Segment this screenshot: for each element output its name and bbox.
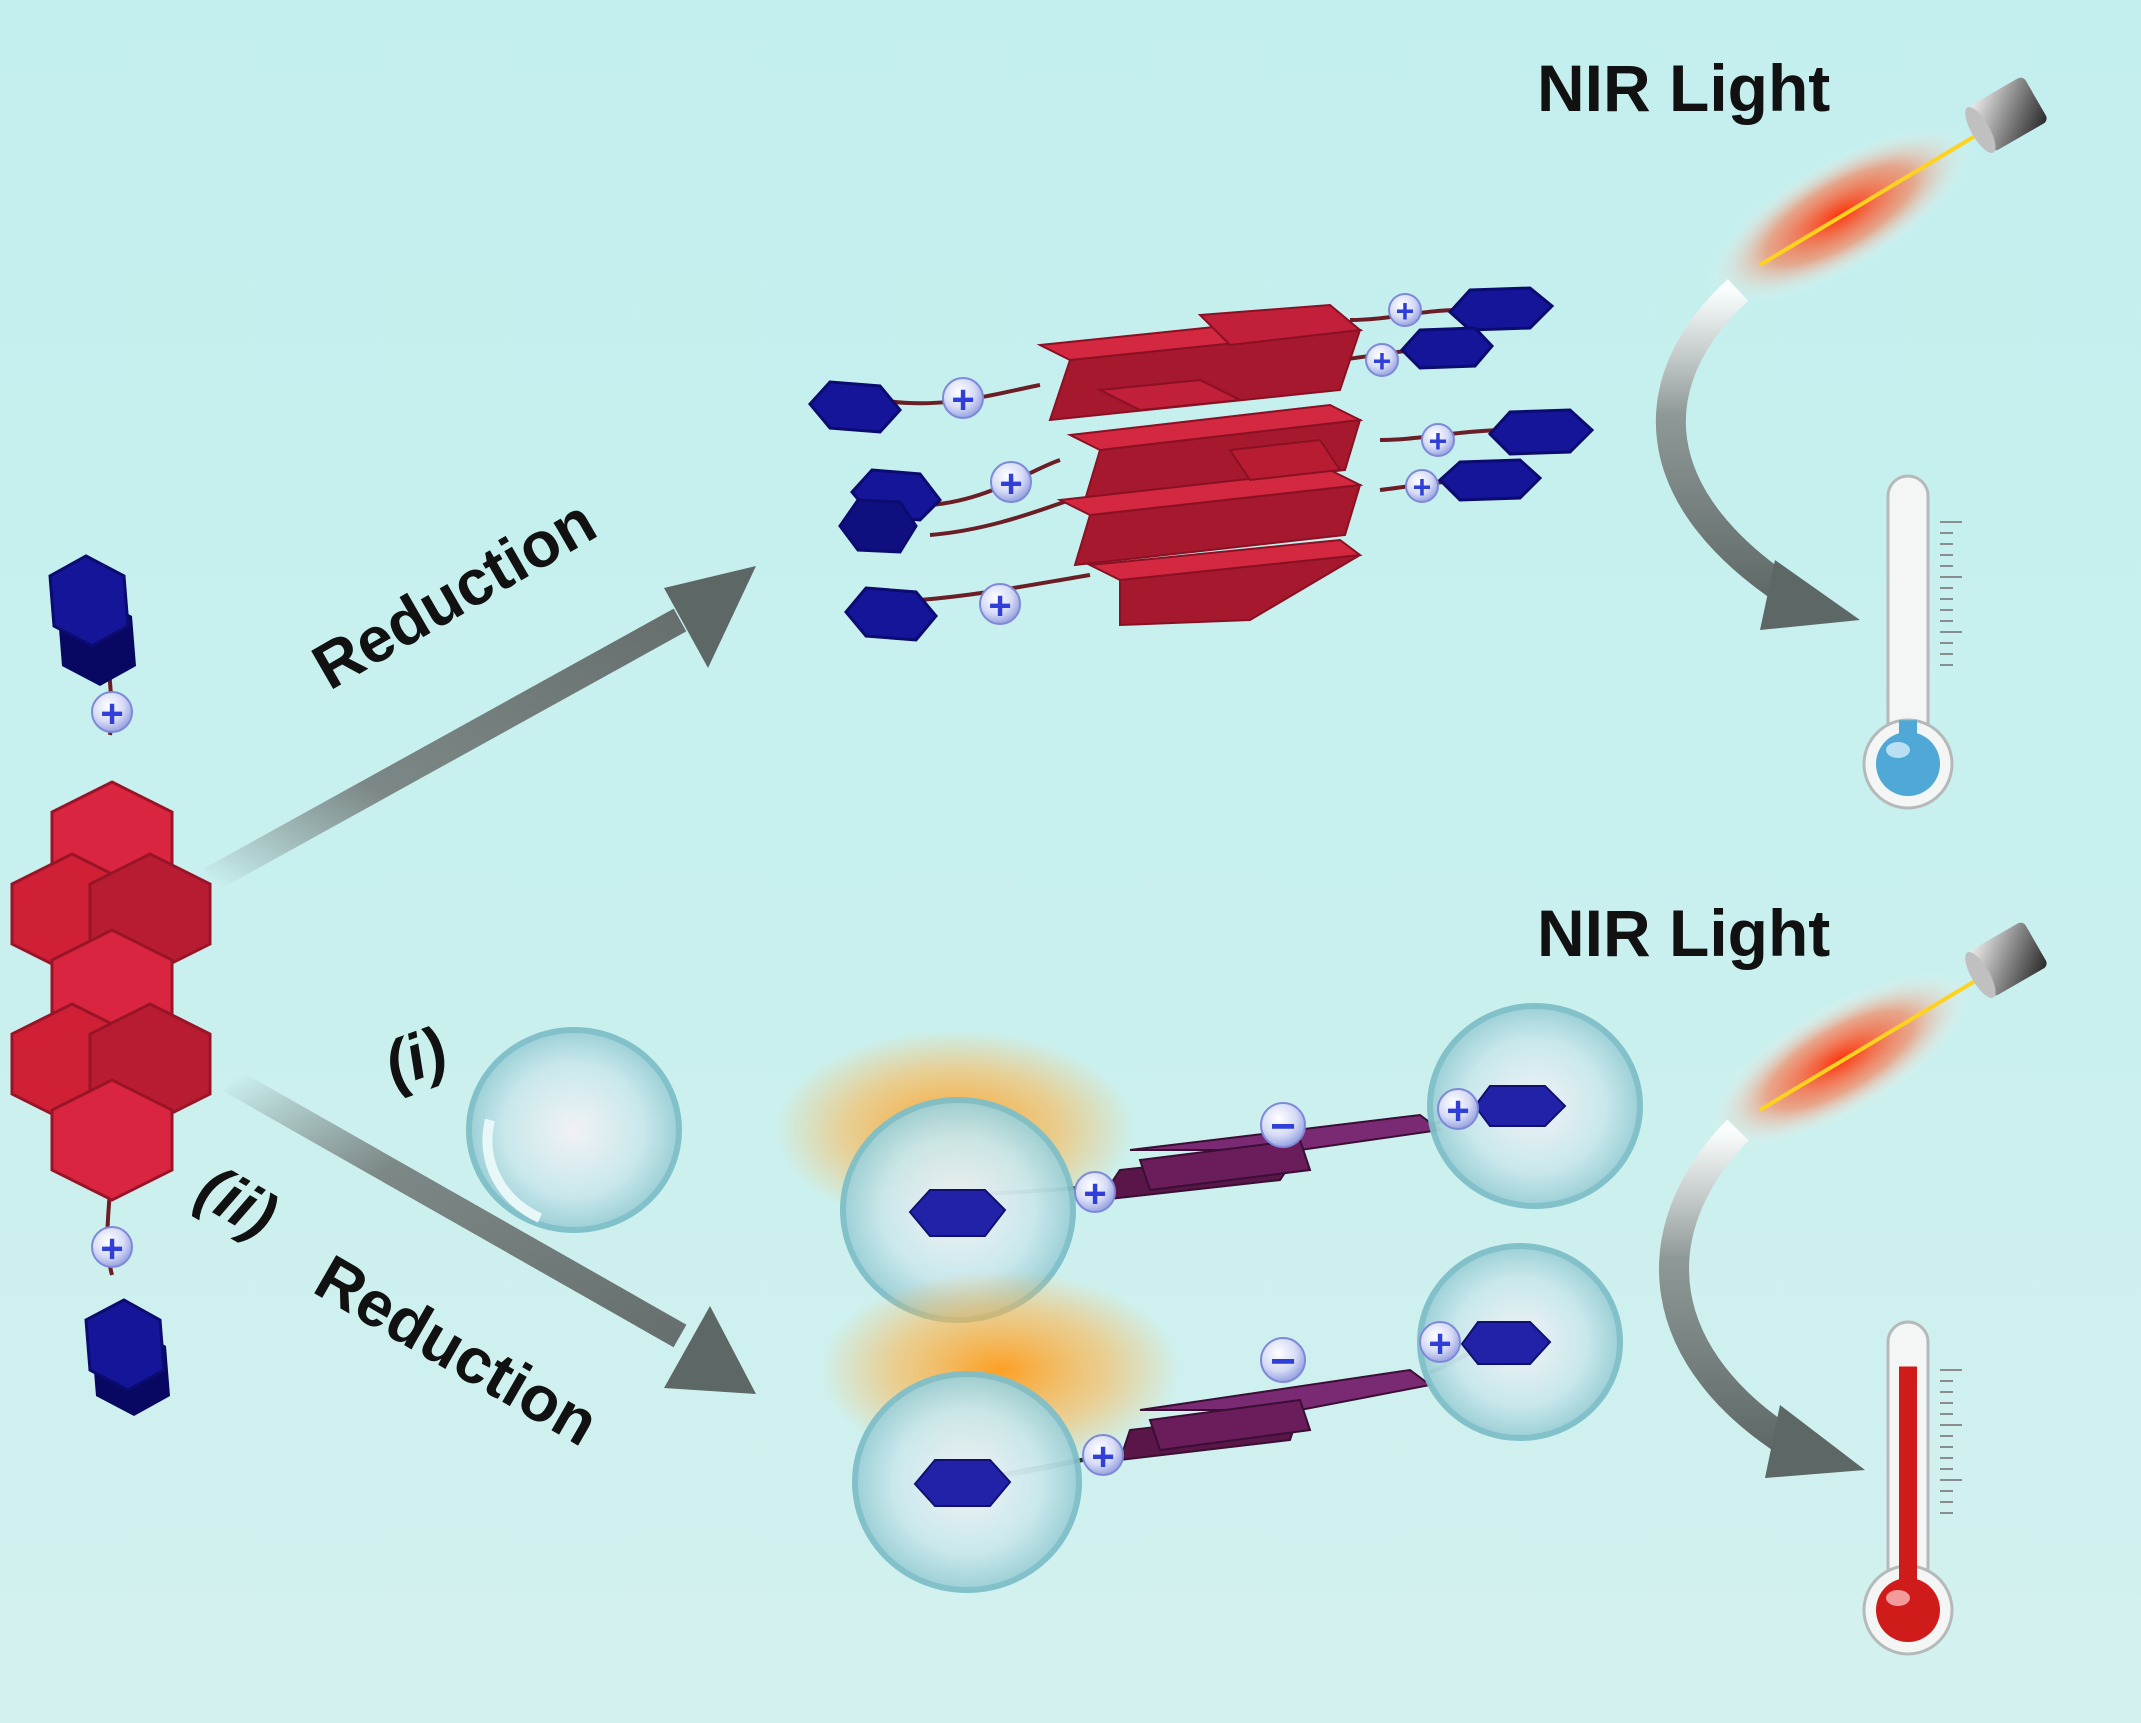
svg-text:+: +: [1083, 1172, 1106, 1216]
cation-marker: +: [1419, 1321, 1461, 1366]
nir-light-label-bottom: NIR Light: [1537, 896, 1831, 970]
cation-marker: +: [1082, 1434, 1124, 1479]
svg-text:+: +: [1396, 293, 1415, 329]
pyrene-end-group-bottom: [84, 1298, 170, 1416]
heat-arrow-bottom: [1659, 1119, 1865, 1478]
thermometer-hot-fill: [1899, 1366, 1917, 1605]
perylene-core: [10, 780, 212, 1202]
svg-text:+: +: [1413, 469, 1432, 505]
host-guest-complex-top: [775, 1003, 1643, 1323]
svg-text:+: +: [1446, 1089, 1469, 1133]
svg-text:+: +: [951, 378, 974, 422]
host-guest-complex-bottom: [820, 1243, 1623, 1593]
laser-top: [1707, 77, 2047, 304]
anion-marker: −: [1260, 1102, 1306, 1151]
svg-text:+: +: [100, 1227, 123, 1271]
cation-marker: +: [942, 377, 984, 422]
cation-marker: +: [979, 583, 1021, 628]
pyrene-groups-aggregate: [808, 286, 1595, 642]
reduction-arrow-bottom: [223, 1068, 756, 1394]
cation-marker: +: [91, 1226, 133, 1271]
cation-marker: +: [990, 461, 1032, 506]
laser-bottom: [1707, 922, 2047, 1149]
cation-marker: +: [91, 691, 133, 736]
svg-text:+: +: [1091, 1435, 1114, 1479]
svg-text:−: −: [1270, 1337, 1296, 1386]
heat-arrow-top: [1655, 278, 1860, 630]
anion-marker: −: [1260, 1337, 1306, 1386]
cucurbituril-host-free: [466, 1027, 682, 1233]
svg-text:−: −: [1270, 1102, 1296, 1151]
thermometer-hot-scale: [1940, 1369, 1962, 1514]
thermometer-cold: [1862, 474, 1962, 810]
svg-text:+: +: [988, 584, 1011, 628]
aggregate-stack: [808, 286, 1595, 642]
reduction-arrow-top: [203, 566, 756, 892]
thermometer-hot: [1862, 1320, 1962, 1656]
svg-text:+: +: [999, 462, 1022, 506]
svg-text:+: +: [100, 692, 123, 736]
pyrene-end-group-top: [48, 554, 136, 686]
nir-light-label-top: NIR Light: [1537, 51, 1831, 125]
svg-text:+: +: [1428, 1322, 1451, 1366]
cation-marker: +: [1365, 343, 1399, 379]
cation-marker: +: [1405, 469, 1439, 505]
svg-text:+: +: [1429, 423, 1448, 459]
cation-marker: +: [1388, 293, 1422, 329]
cation-marker: +: [1437, 1088, 1479, 1133]
thermometer-cold-scale: [1940, 521, 1962, 666]
cation-marker: +: [1074, 1171, 1116, 1216]
monomer-molecule: [10, 554, 212, 1416]
charge-markers: + + + + + + + + + + + + + − −: [91, 293, 1479, 1479]
svg-text:+: +: [1373, 343, 1392, 379]
cation-marker: +: [1421, 423, 1455, 459]
